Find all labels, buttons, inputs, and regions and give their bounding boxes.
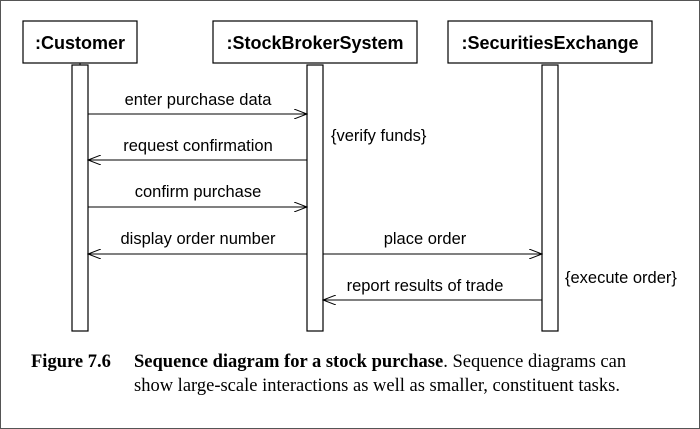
lifeline-label-securitiesexchange: :SecuritiesExchange xyxy=(461,33,638,53)
lifeline-securitiesexchange: :SecuritiesExchange xyxy=(447,20,653,332)
constraint-note-verify-funds: {verify funds} xyxy=(331,127,427,145)
message-report-results-of-trade: report results of trade xyxy=(323,277,542,300)
message-label: confirm purchase xyxy=(135,183,262,201)
activation-bar-securitiesexchange xyxy=(541,64,559,332)
sequence-diagram: :Customer :StockBrokerSystem :Securities… xyxy=(22,20,677,332)
figure-caption: Figure 7.6 Sequence diagram for a stock p… xyxy=(31,350,691,398)
message-confirm-purchase: confirm purchase xyxy=(88,183,307,207)
caption-title: Sequence diagram for a stock purchase xyxy=(134,352,444,372)
message-label: report results of trade xyxy=(347,277,504,295)
caption-line-1: Figure 7.6 Sequence diagram for a stock p… xyxy=(31,350,691,374)
message-label: display order number xyxy=(121,230,276,248)
caption-text-2: show large-scale interactions as well as… xyxy=(134,376,620,396)
message-display-order-number: display order number xyxy=(88,230,307,254)
caption-text-1: . Sequence diagrams can xyxy=(443,352,627,372)
lifeline-label-customer: :Customer xyxy=(35,33,125,53)
message-label: place order xyxy=(384,230,467,248)
lifeline-stockbrokersystem: :StockBrokerSystem xyxy=(212,20,418,332)
lifeline-head-stockbrokersystem xyxy=(212,20,418,64)
caption-line-2: show large-scale interactions as well as… xyxy=(31,374,691,398)
lifeline-head-securitiesexchange xyxy=(447,20,653,64)
message-enter-purchase-data: enter purchase data xyxy=(88,91,307,114)
lifeline-head-customer xyxy=(22,20,138,64)
lifeline-customer: :Customer xyxy=(22,20,138,332)
message-place-order: place order xyxy=(323,230,542,254)
message-label: request confirmation xyxy=(123,137,273,155)
caption-figure-number: Figure 7.6 xyxy=(31,352,111,372)
activation-bar-customer xyxy=(71,64,89,332)
message-request-confirmation: request confirmation xyxy=(88,137,307,160)
message-label: enter purchase data xyxy=(125,91,273,109)
constraint-note-execute-order: {execute order} xyxy=(565,269,677,287)
activation-bar-stockbrokersystem xyxy=(306,64,324,332)
lifeline-label-stockbrokersystem: :StockBrokerSystem xyxy=(226,33,403,53)
